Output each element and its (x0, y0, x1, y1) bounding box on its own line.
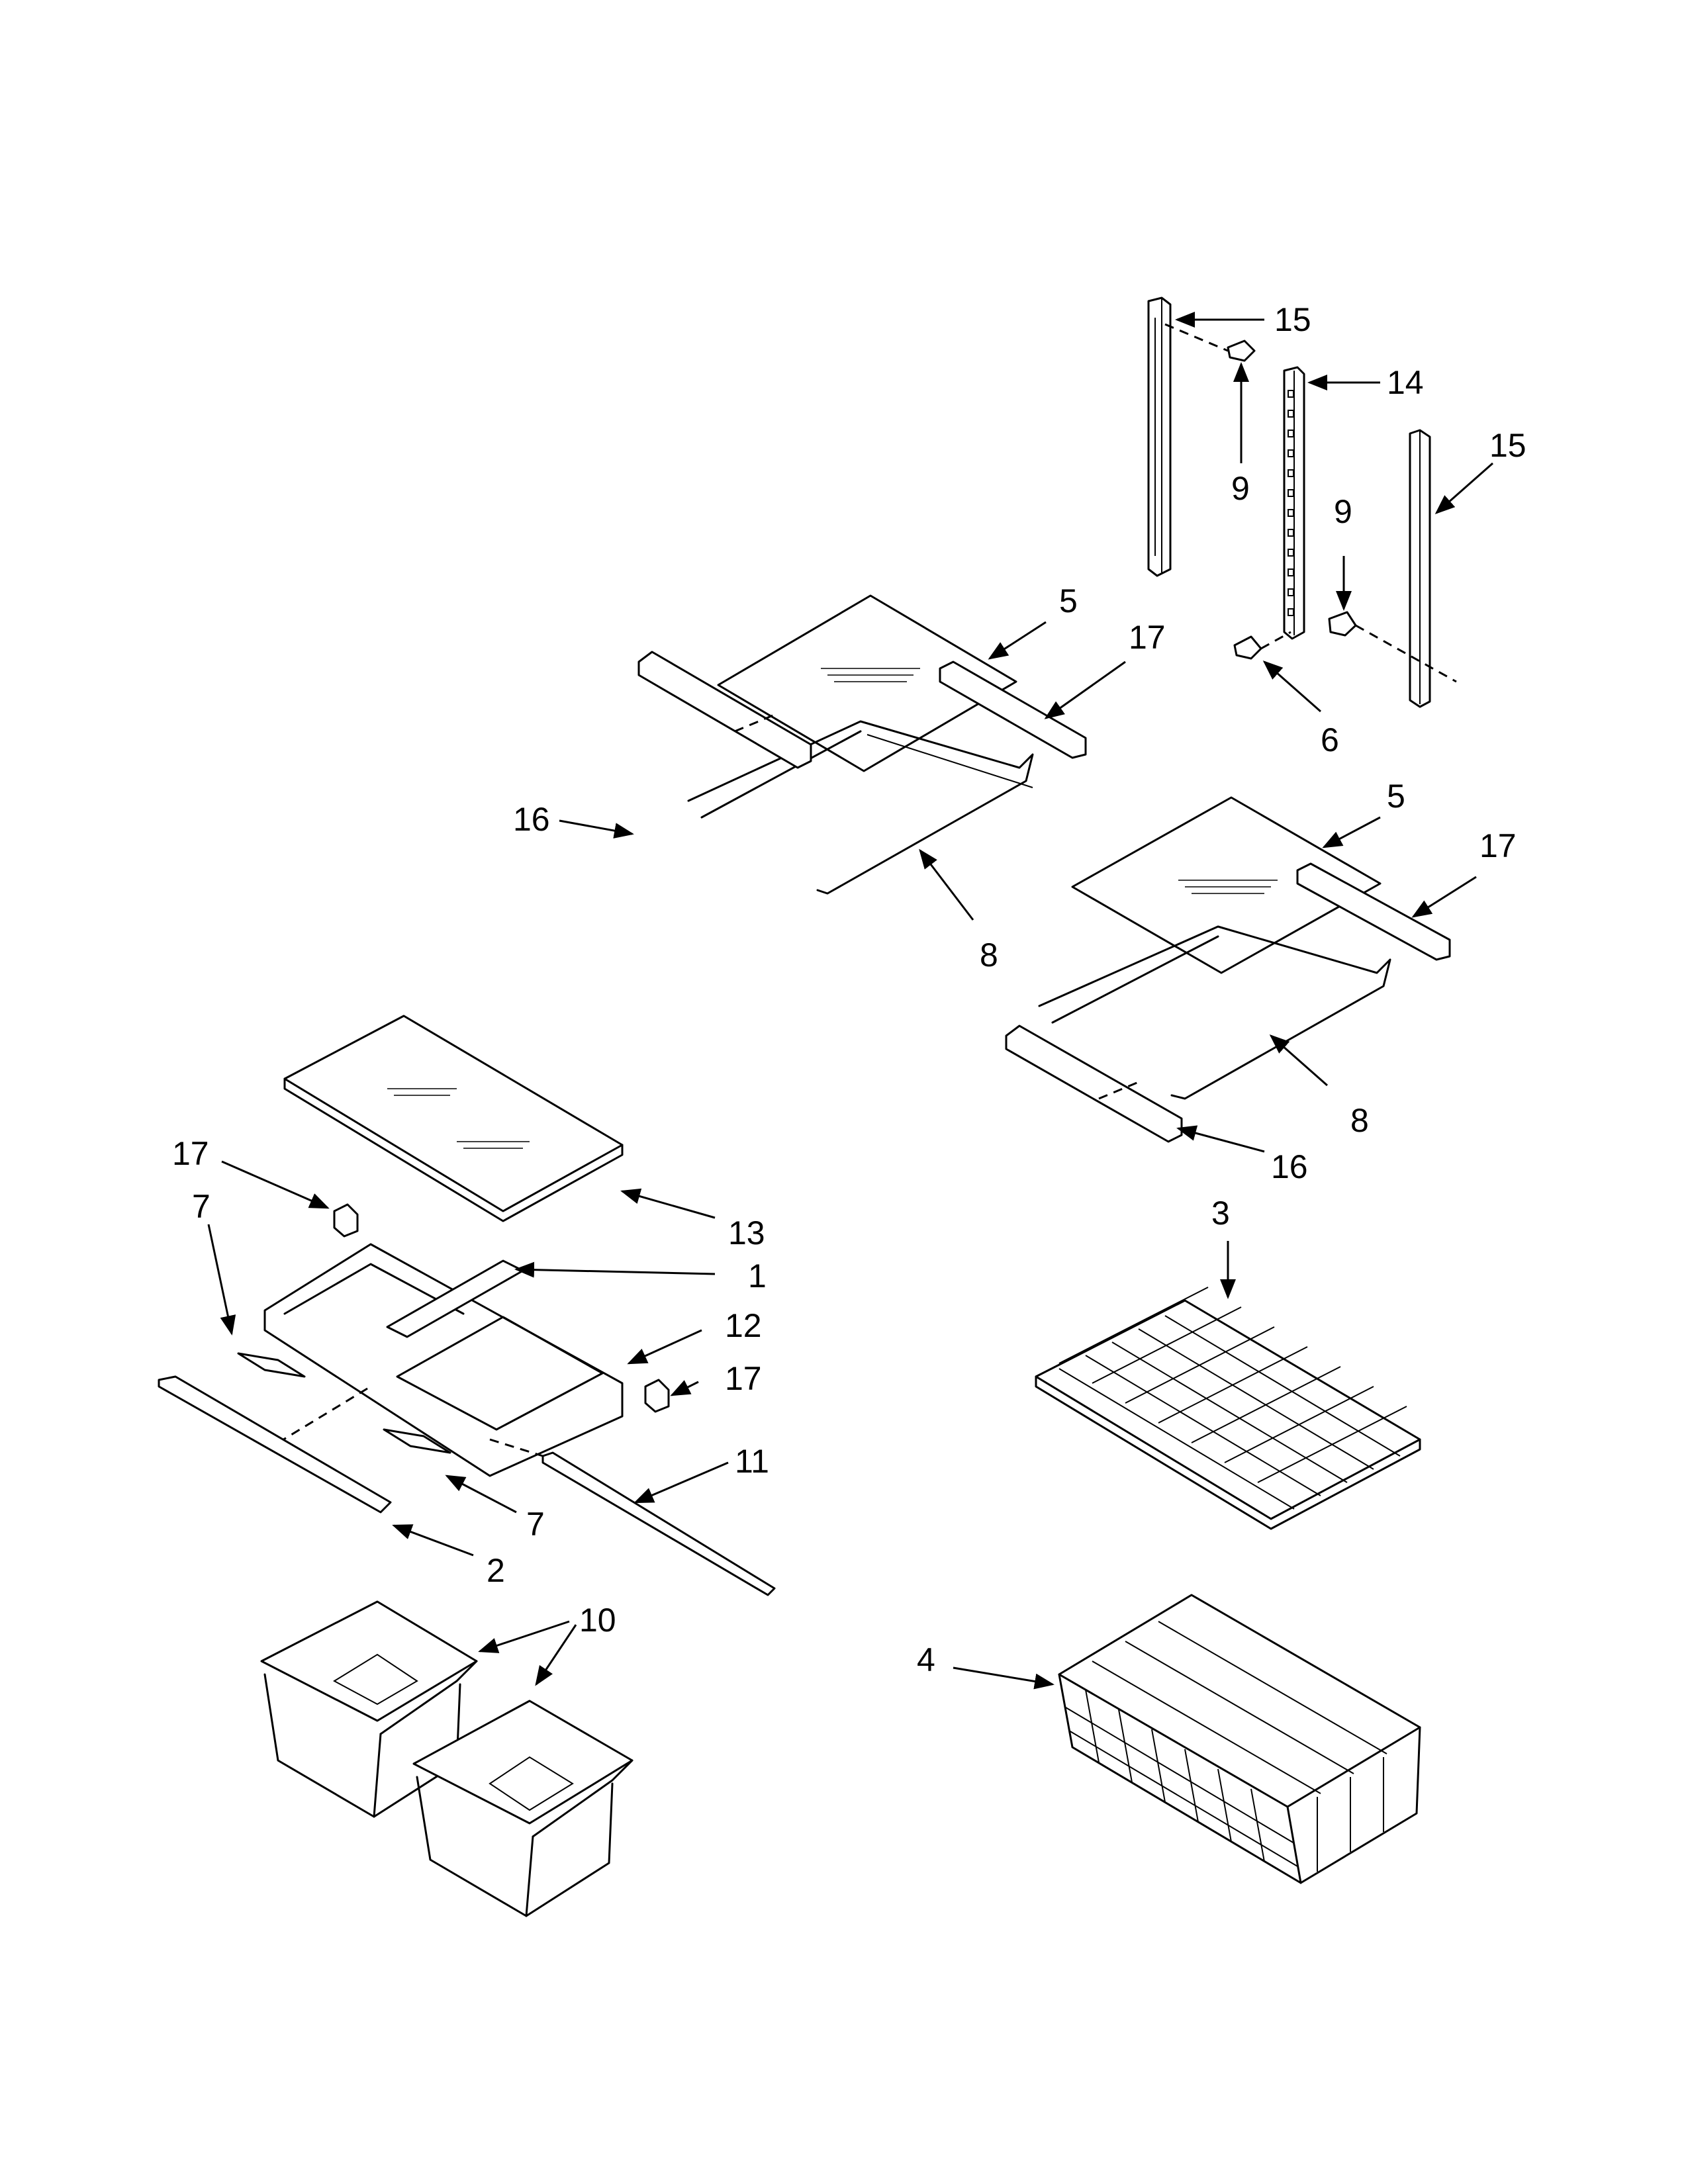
callout-7-left: 7 (192, 1188, 211, 1225)
wire-shelf (1035, 1287, 1421, 1530)
callout-10: 10 (579, 1602, 616, 1639)
callout-12: 12 (725, 1307, 762, 1344)
callout-1: 1 (748, 1257, 767, 1295)
shelf-trim-rear-1 (939, 660, 1087, 759)
shelf-ladder-rail-center (1283, 366, 1305, 640)
callout-17-crisper-left: 17 (172, 1135, 209, 1172)
callout-17-lower: 17 (1479, 827, 1517, 864)
callout-7-right: 7 (526, 1506, 545, 1543)
callout-17-crisper-right: 17 (725, 1360, 762, 1397)
callout-9-right: 9 (1334, 493, 1352, 530)
callout-17-upper: 17 (1129, 619, 1166, 656)
callout-11: 11 (735, 1443, 769, 1480)
callout-15-left: 15 (1274, 301, 1311, 338)
shelf-trim-front-2 (1005, 1024, 1183, 1143)
callout-13: 13 (728, 1214, 765, 1251)
crisper-trim-front (158, 1375, 392, 1514)
callout-8-upper: 8 (980, 936, 998, 974)
callout-labels: 15 14 15 9 9 6 5 17 16 8 5 17 8 16 17 13… (172, 301, 1526, 1678)
shelf-trim-front-1 (637, 651, 812, 769)
callout-5-upper: 5 (1059, 582, 1078, 619)
callout-16-lower: 16 (1271, 1148, 1308, 1185)
callout-3: 3 (1211, 1195, 1230, 1232)
shelf-ladder-rail-right (1409, 429, 1431, 708)
shelf-ladder-rail-left (1147, 296, 1172, 577)
callout-8-lower: 8 (1350, 1102, 1369, 1139)
callout-6: 6 (1321, 721, 1339, 758)
callout-5-lower: 5 (1387, 778, 1405, 815)
callout-9-left: 9 (1231, 470, 1250, 507)
shelf-frame-2 (1038, 925, 1391, 1100)
callout-16-upper: 16 (513, 801, 550, 838)
shelf-frame-1 (687, 720, 1034, 895)
callout-4: 4 (917, 1641, 935, 1678)
crisper-cover-glass (283, 1015, 624, 1222)
crisper-frame (263, 1243, 624, 1477)
wire-basket (1058, 1594, 1421, 1884)
crisper-clips (237, 1203, 670, 1454)
crisper-drawer-1 (260, 1600, 478, 1818)
callout-14: 14 (1387, 364, 1424, 401)
callout-15-right: 15 (1489, 427, 1526, 464)
glass-shelf-2 (1071, 796, 1382, 974)
crisper-rail (541, 1451, 776, 1596)
rail-screws (1164, 323, 1457, 683)
crisper-drawer-2 (412, 1700, 633, 1917)
callout-2: 2 (487, 1552, 505, 1589)
leader-lines (207, 312, 1493, 1690)
shelf-trim-rear-2 (1296, 862, 1451, 961)
